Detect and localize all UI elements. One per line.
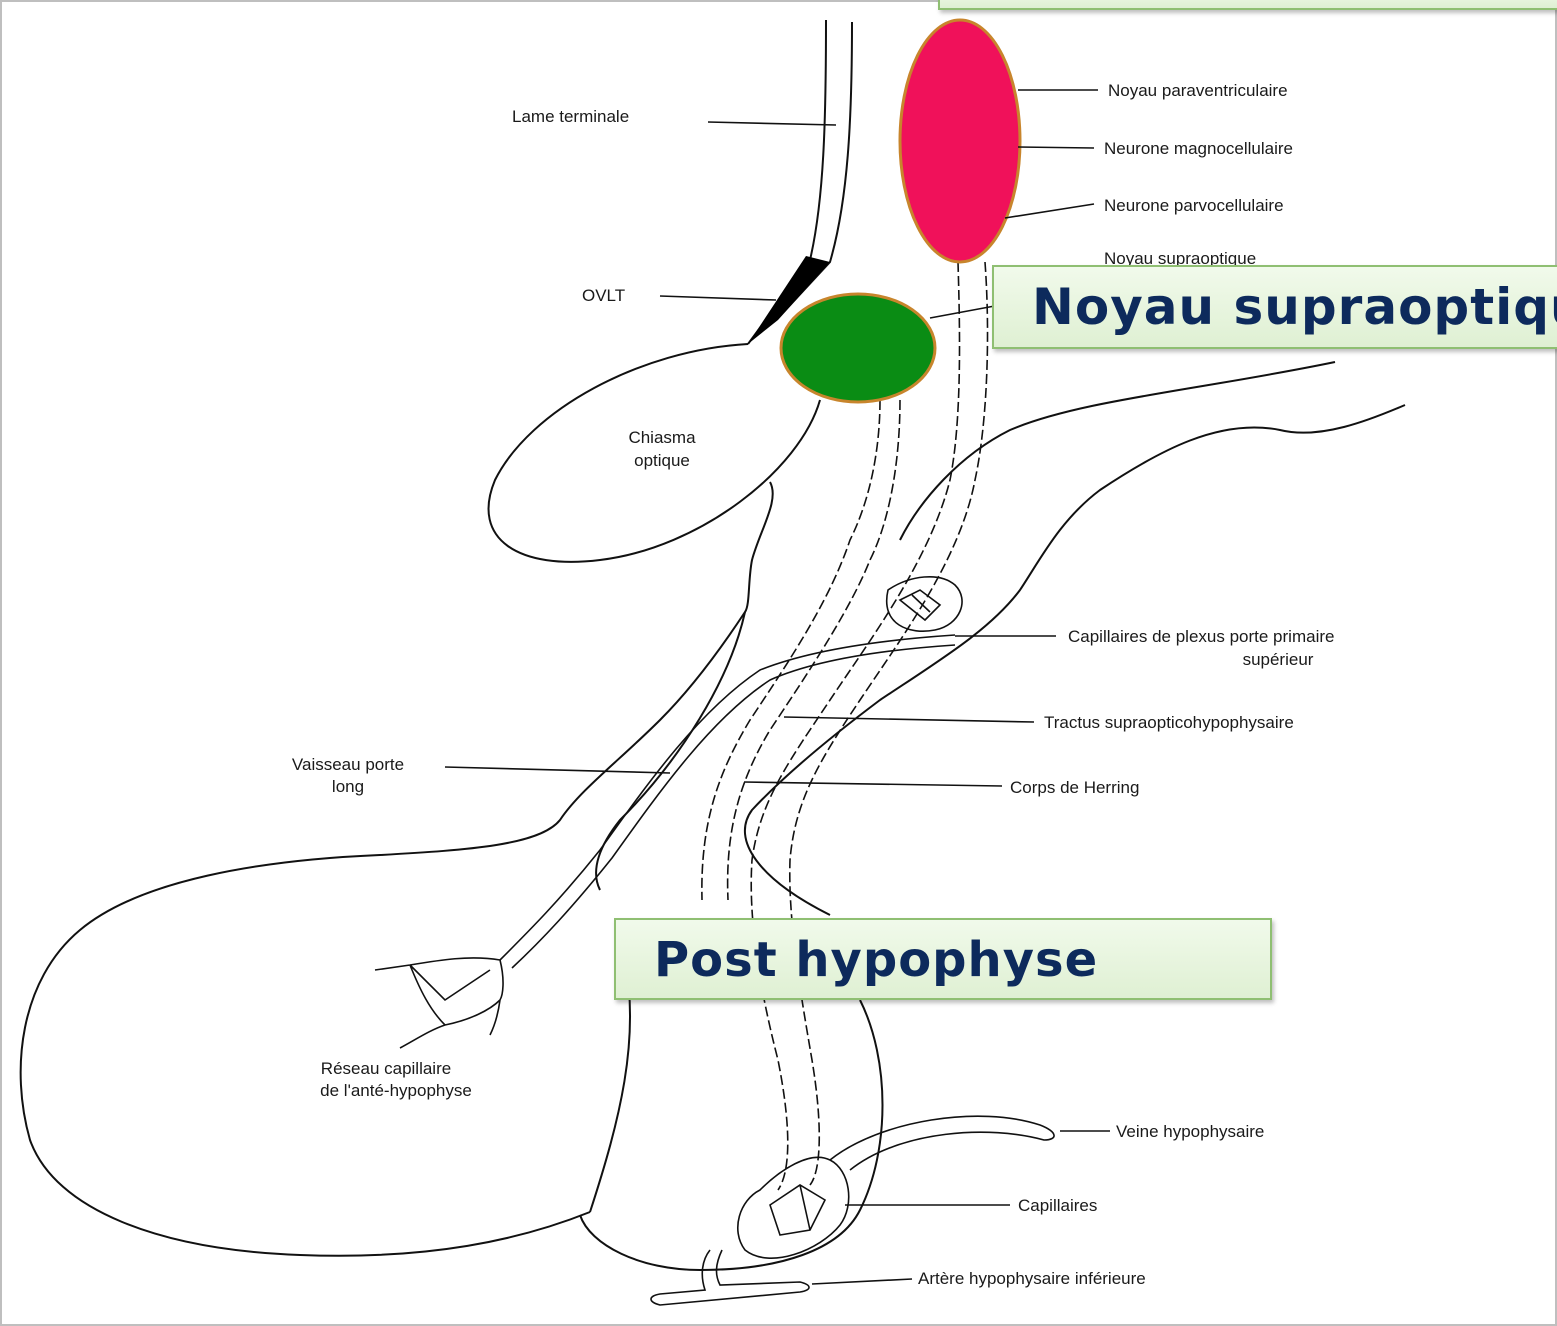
callout-top-partial [938, 0, 1557, 10]
label-vaisseau-line1: Vaisseau porte [292, 755, 404, 774]
label-reseau-line1: Réseau capillaire [321, 1059, 451, 1078]
label-capillaires-plexus-line1: Capillaires de plexus porte primaire [1068, 627, 1334, 646]
primary-portal-plexus [887, 577, 962, 631]
label-lame-terminale: Lame terminale [512, 107, 629, 126]
anterior-pituitary-outline [21, 482, 773, 1256]
callout-post-hypophyse: Post hypophyse [614, 918, 1272, 1000]
hypothalamus-floor [900, 362, 1335, 540]
paraventricular-nucleus [900, 20, 1020, 262]
callout-noyau-supraoptique: Noyau supraoptique [992, 265, 1557, 349]
label-chiasma-line2: optique [634, 451, 690, 470]
supraoptic-nucleus [781, 294, 935, 402]
inferior-hypophyseal-artery [651, 1250, 809, 1305]
label-reseau-line2: de l'anté-hypophyse [320, 1081, 472, 1100]
posterior-capillaries [738, 1157, 849, 1258]
label-neurone-parvocellulaire: Neurone parvocellulaire [1104, 196, 1284, 215]
label-veine: Veine hypophysaire [1116, 1122, 1264, 1141]
label-corps-herring: Corps de Herring [1010, 778, 1139, 797]
label-ovlt: OVLT [582, 286, 625, 305]
label-vaisseau-line2: long [332, 777, 364, 796]
anterior-capillary-network [375, 958, 503, 1048]
label-neurone-magnocellulaire: Neurone magnocellulaire [1104, 139, 1293, 158]
long-portal-vessel-a [500, 635, 955, 960]
axon-tract-supraoptic [702, 400, 900, 900]
label-chiasma-line1: Chiasma [628, 428, 696, 447]
label-artere: Artère hypophysaire inférieure [918, 1269, 1146, 1288]
hypophyseal-vein [830, 1116, 1054, 1170]
label-tractus: Tractus supraopticohypophysaire [1044, 713, 1294, 732]
label-capillaires: Capillaires [1018, 1196, 1097, 1215]
label-noyau-paraventriculaire: Noyau paraventriculaire [1108, 81, 1288, 100]
label-capillaires-plexus-line2: supérieur [1243, 650, 1314, 669]
